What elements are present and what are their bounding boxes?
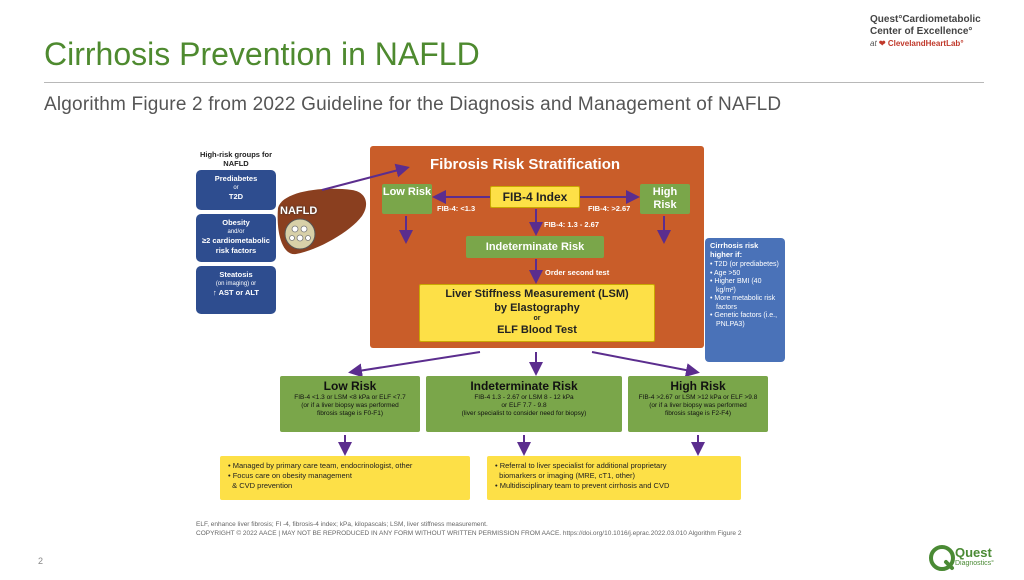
brand-line-3: at ❤ ClevelandHeartLab° <box>870 38 1020 50</box>
lsm-elf-box: Liver Stiffness Measurement (LSM) by Ela… <box>419 284 655 342</box>
outcome-title: High Risk <box>670 379 726 393</box>
slide-title: Cirrhosis Prevention in NAFLD <box>44 36 480 72</box>
cirrhosis-risk-title: Cirrhosis risk higher if: <box>710 241 759 259</box>
risk-group-main: Prediabetes <box>214 174 258 183</box>
outcome-line: (liver specialist to consider need for b… <box>461 410 587 417</box>
outcome-high-risk: High Risk FIB-4 >2.67 or LSM >12 kPa or … <box>628 376 768 432</box>
lsm-or: or <box>533 315 541 322</box>
outcome-line: fibrosis stage is F0-F1) <box>316 410 384 417</box>
quest-logo-text: Quest <box>955 545 992 560</box>
management-high-risk: • Referral to liver specialist for addit… <box>487 456 741 500</box>
risk-group-main-2: ≥2 cardiometabolic risk factors <box>202 236 270 255</box>
risk-group-steatosis: Steatosis (on imaging) or ↑ AST or ALT <box>196 266 276 314</box>
outcome-title: Indeterminate Risk <box>470 379 578 393</box>
management-item: • Managed by primary care team, endocrin… <box>228 461 413 470</box>
cirrhosis-risk-item: • Age >50 <box>710 269 741 277</box>
outcome-low-risk: Low Risk FIB-4 <1.3 or LSM <8 kPa or ELF… <box>280 376 420 432</box>
management-item: • Focus care on obesity management <box>228 471 352 480</box>
outcome-line: FIB-4 <1.3 or LSM <8 kPa or ELF <7.7 <box>294 394 406 401</box>
fib4-index-box: FIB-4 Index <box>490 186 580 208</box>
risk-group-connector: or <box>233 185 239 191</box>
slide-subtitle: Algorithm Figure 2 from 2022 Guideline f… <box>44 94 782 115</box>
quest-logo-subtext: Diagnostics° <box>955 560 994 567</box>
risk-group-connector: and/or <box>227 229 245 235</box>
high-risk-box: High Risk <box>640 184 690 214</box>
lsm-line-1: Liver Stiffness Measurement (LSM) <box>445 288 629 300</box>
page-number: 2 <box>38 556 44 566</box>
cirrhosis-risk-box: Cirrhosis risk higher if: • T2D (or pred… <box>705 238 785 362</box>
cirrhosis-risk-item: • T2D (or prediabetes) <box>710 261 779 268</box>
risk-group-main-2: ↑ AST or ALT <box>213 288 259 297</box>
management-item: • Referral to liver specialist for addit… <box>495 461 667 470</box>
cirrhosis-risk-item: • Genetic factors (i.e., PNLPA3) <box>710 312 778 328</box>
outcome-line: (or if a liver biopsy was performed <box>649 402 747 409</box>
risk-group-connector: (on imaging) or <box>215 281 257 287</box>
lsm-line-2: by Elastography <box>494 302 580 314</box>
heart-icon: ❤ <box>878 39 886 48</box>
outcome-line: (or if a liver biopsy was performed <box>301 402 399 409</box>
outcome-line: fibrosis stage is F2-F4) <box>664 410 732 417</box>
brand-line-1: Quest°Cardiometabolic <box>870 14 981 25</box>
brand-logo: Quest°Cardiometabolic Center of Excellen… <box>870 14 1020 50</box>
liver-icon <box>277 188 367 255</box>
footnote-copyright: COPYRIGHT © 2022 AACE | MAY NOT BE REPRO… <box>196 530 742 537</box>
outcome-line: or ELF 7.7 - 9.8 <box>501 402 547 409</box>
low-threshold-label: FIB-4: <1.3 <box>437 204 476 213</box>
panel-title: Fibrosis Risk Stratification <box>430 156 621 173</box>
brand-line-2: Center of Excellence° <box>870 26 973 37</box>
indeterminate-risk-box: Indeterminate Risk <box>466 236 604 258</box>
lsm-line-3: ELF Blood Test <box>497 324 577 336</box>
title-divider <box>44 82 984 83</box>
brand-line-3-name: ClevelandHeartLab° <box>887 39 964 48</box>
high-threshold-label: FIB-4: >2.67 <box>588 204 631 213</box>
quest-logo-icon <box>929 545 955 571</box>
risk-group-obesity: Obesity and/or ≥2 cardiometabolic risk f… <box>196 214 276 262</box>
risk-group-main: Steatosis <box>219 270 253 279</box>
outcome-line: FIB-4 1.3 - 2.67 or LSM 8 - 12 kPa <box>474 394 574 401</box>
outcome-title: Low Risk <box>323 379 377 393</box>
order-second-test-label: Order second test <box>545 268 610 277</box>
management-item: & CVD prevention <box>228 481 293 490</box>
management-item: biomarkers or imaging (MRE, cT1, other) <box>495 471 636 480</box>
risk-group-main: Obesity <box>222 218 250 227</box>
risk-group-prediabetes: Prediabetes or T2D <box>196 170 276 210</box>
high-risk-groups-title: High-risk groups for NAFLD <box>199 150 273 168</box>
brand-line-3-prefix: at <box>870 39 877 48</box>
outcome-line: FIB-4 >2.67 or LSM >12 kPa or ELF >9.8 <box>638 394 758 401</box>
footnote: ELF, enhance liver fibrosis; FI -4, fibr… <box>196 520 741 538</box>
cirrhosis-risk-item: • Higher BMI (40 kg/m²) <box>710 278 762 294</box>
outcome-indeterminate-risk: Indeterminate Risk FIB-4 1.3 - 2.67 or L… <box>426 376 622 432</box>
management-item: • Multidisciplinary team to prevent cirr… <box>495 481 670 490</box>
low-risk-box: Low Risk <box>382 184 432 214</box>
risk-group-main-2: T2D <box>228 192 244 201</box>
cirrhosis-risk-item: • More metabolic risk factors <box>710 295 776 311</box>
nafld-label: NAFLD <box>280 205 318 217</box>
management-low-risk: • Managed by primary care team, endocrin… <box>220 456 470 500</box>
mid-threshold-label: FIB-4: 1.3 - 2.67 <box>544 220 600 229</box>
footnote-abbreviations: ELF, enhance liver fibrosis; FI -4, fibr… <box>196 521 488 528</box>
